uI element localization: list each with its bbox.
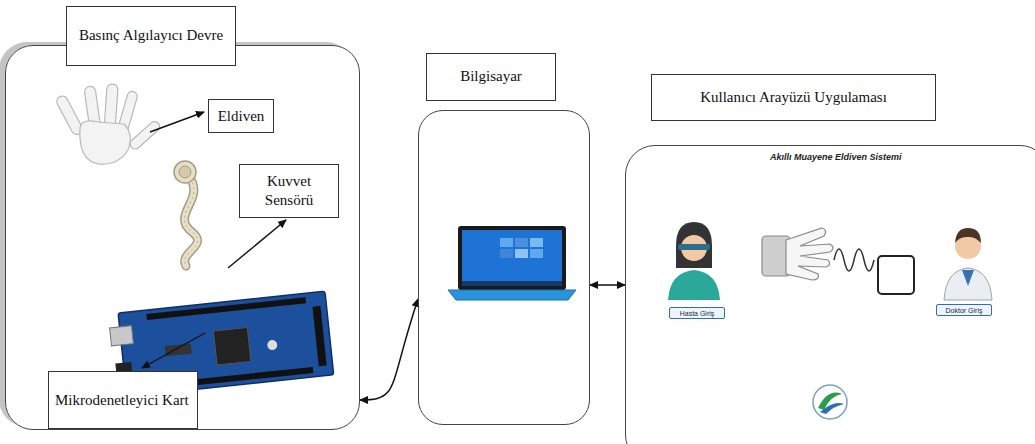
logo-ring	[813, 385, 847, 419]
avatar-hair	[676, 222, 712, 268]
laptop-screen	[462, 230, 562, 286]
label-box: Mikrodenetleyici Kart	[48, 371, 198, 429]
doctor-tie	[962, 270, 974, 286]
patient-avatar	[668, 222, 720, 300]
hand	[786, 228, 833, 280]
panel-heading: Bilgisayar	[460, 67, 522, 87]
screen-tile	[530, 249, 543, 258]
doctor-avatar	[944, 228, 992, 300]
crystal	[267, 340, 278, 351]
laptop-base	[448, 290, 576, 300]
laptop-bezel	[458, 226, 566, 290]
sensor-ribbon	[185, 178, 198, 266]
chip	[213, 328, 250, 365]
connector-arrow	[590, 284, 625, 286]
force-sensor-figure	[174, 161, 198, 266]
panel-heading-box: Basınç Algılayıcı Devre	[66, 6, 236, 66]
group-panel: Bilgisayar	[418, 110, 590, 425]
sensor-pad	[174, 161, 196, 183]
part-name: Eldiven	[218, 107, 265, 126]
leader-arrow	[142, 333, 205, 368]
sensor-trace	[185, 178, 198, 266]
app-title: Akıllı Muayene Eldiven Sistemi	[770, 152, 902, 162]
header-pins	[146, 297, 306, 320]
panel-heading: Kullanıcı Arayüzü Uygulaması	[700, 88, 887, 108]
avatar-visor	[678, 244, 710, 250]
button-text: Doktor Giriş	[946, 307, 983, 314]
group-panel: Basınç Algılayıcı DevreEldivenKuvvet Sen…	[5, 45, 360, 430]
avatar-fringe	[680, 229, 708, 240]
group-panel: Kullanıcı Arayüzü UygulamasıHasta GirişD…	[625, 145, 1035, 444]
avatar-body	[668, 270, 720, 300]
doctor-coat	[944, 268, 992, 300]
sensor-ribbon-edge	[185, 178, 198, 266]
glove-thumb	[128, 120, 161, 152]
screen-tile	[515, 249, 528, 258]
doctor-hair	[955, 228, 981, 243]
usb-port	[110, 326, 134, 346]
connector-arrow	[360, 299, 418, 400]
panel-heading: Basınç Algılayıcı Devre	[79, 26, 223, 46]
logo	[813, 385, 847, 419]
screen-tile	[530, 238, 543, 247]
screen-tile	[500, 238, 513, 247]
button-text: Hasta Giriş	[680, 310, 715, 317]
screen-tile	[515, 238, 528, 247]
login-button: Hasta Giriş	[669, 307, 725, 319]
glove-figure	[55, 84, 162, 165]
laptop-figure	[448, 226, 576, 300]
logo-swoosh	[820, 403, 844, 414]
label-box: Eldiven	[208, 99, 274, 133]
screen-tile	[500, 249, 513, 258]
chip	[165, 344, 192, 357]
tablet-icon	[878, 256, 914, 294]
glove-hand-icon	[762, 228, 833, 280]
login-button: Doktor Giriş	[936, 304, 992, 316]
leader-arrow	[150, 112, 204, 132]
signal-wave	[834, 249, 874, 271]
header-pins	[312, 306, 326, 367]
label-box: Kuvvet Sensörü	[239, 164, 339, 218]
glove-palm	[80, 121, 130, 164]
panel-heading-box: Bilgisayar	[426, 53, 556, 101]
panel-heading-box: Kullanıcı Arayüzü Uygulaması	[651, 74, 936, 121]
part-name: Kuvvet Sensörü	[246, 172, 332, 210]
taskbar	[462, 281, 562, 286]
part-name: Mikrodenetleyici Kart	[55, 391, 189, 410]
leader-arrow	[228, 220, 286, 268]
sensor-pad-core	[179, 166, 191, 178]
